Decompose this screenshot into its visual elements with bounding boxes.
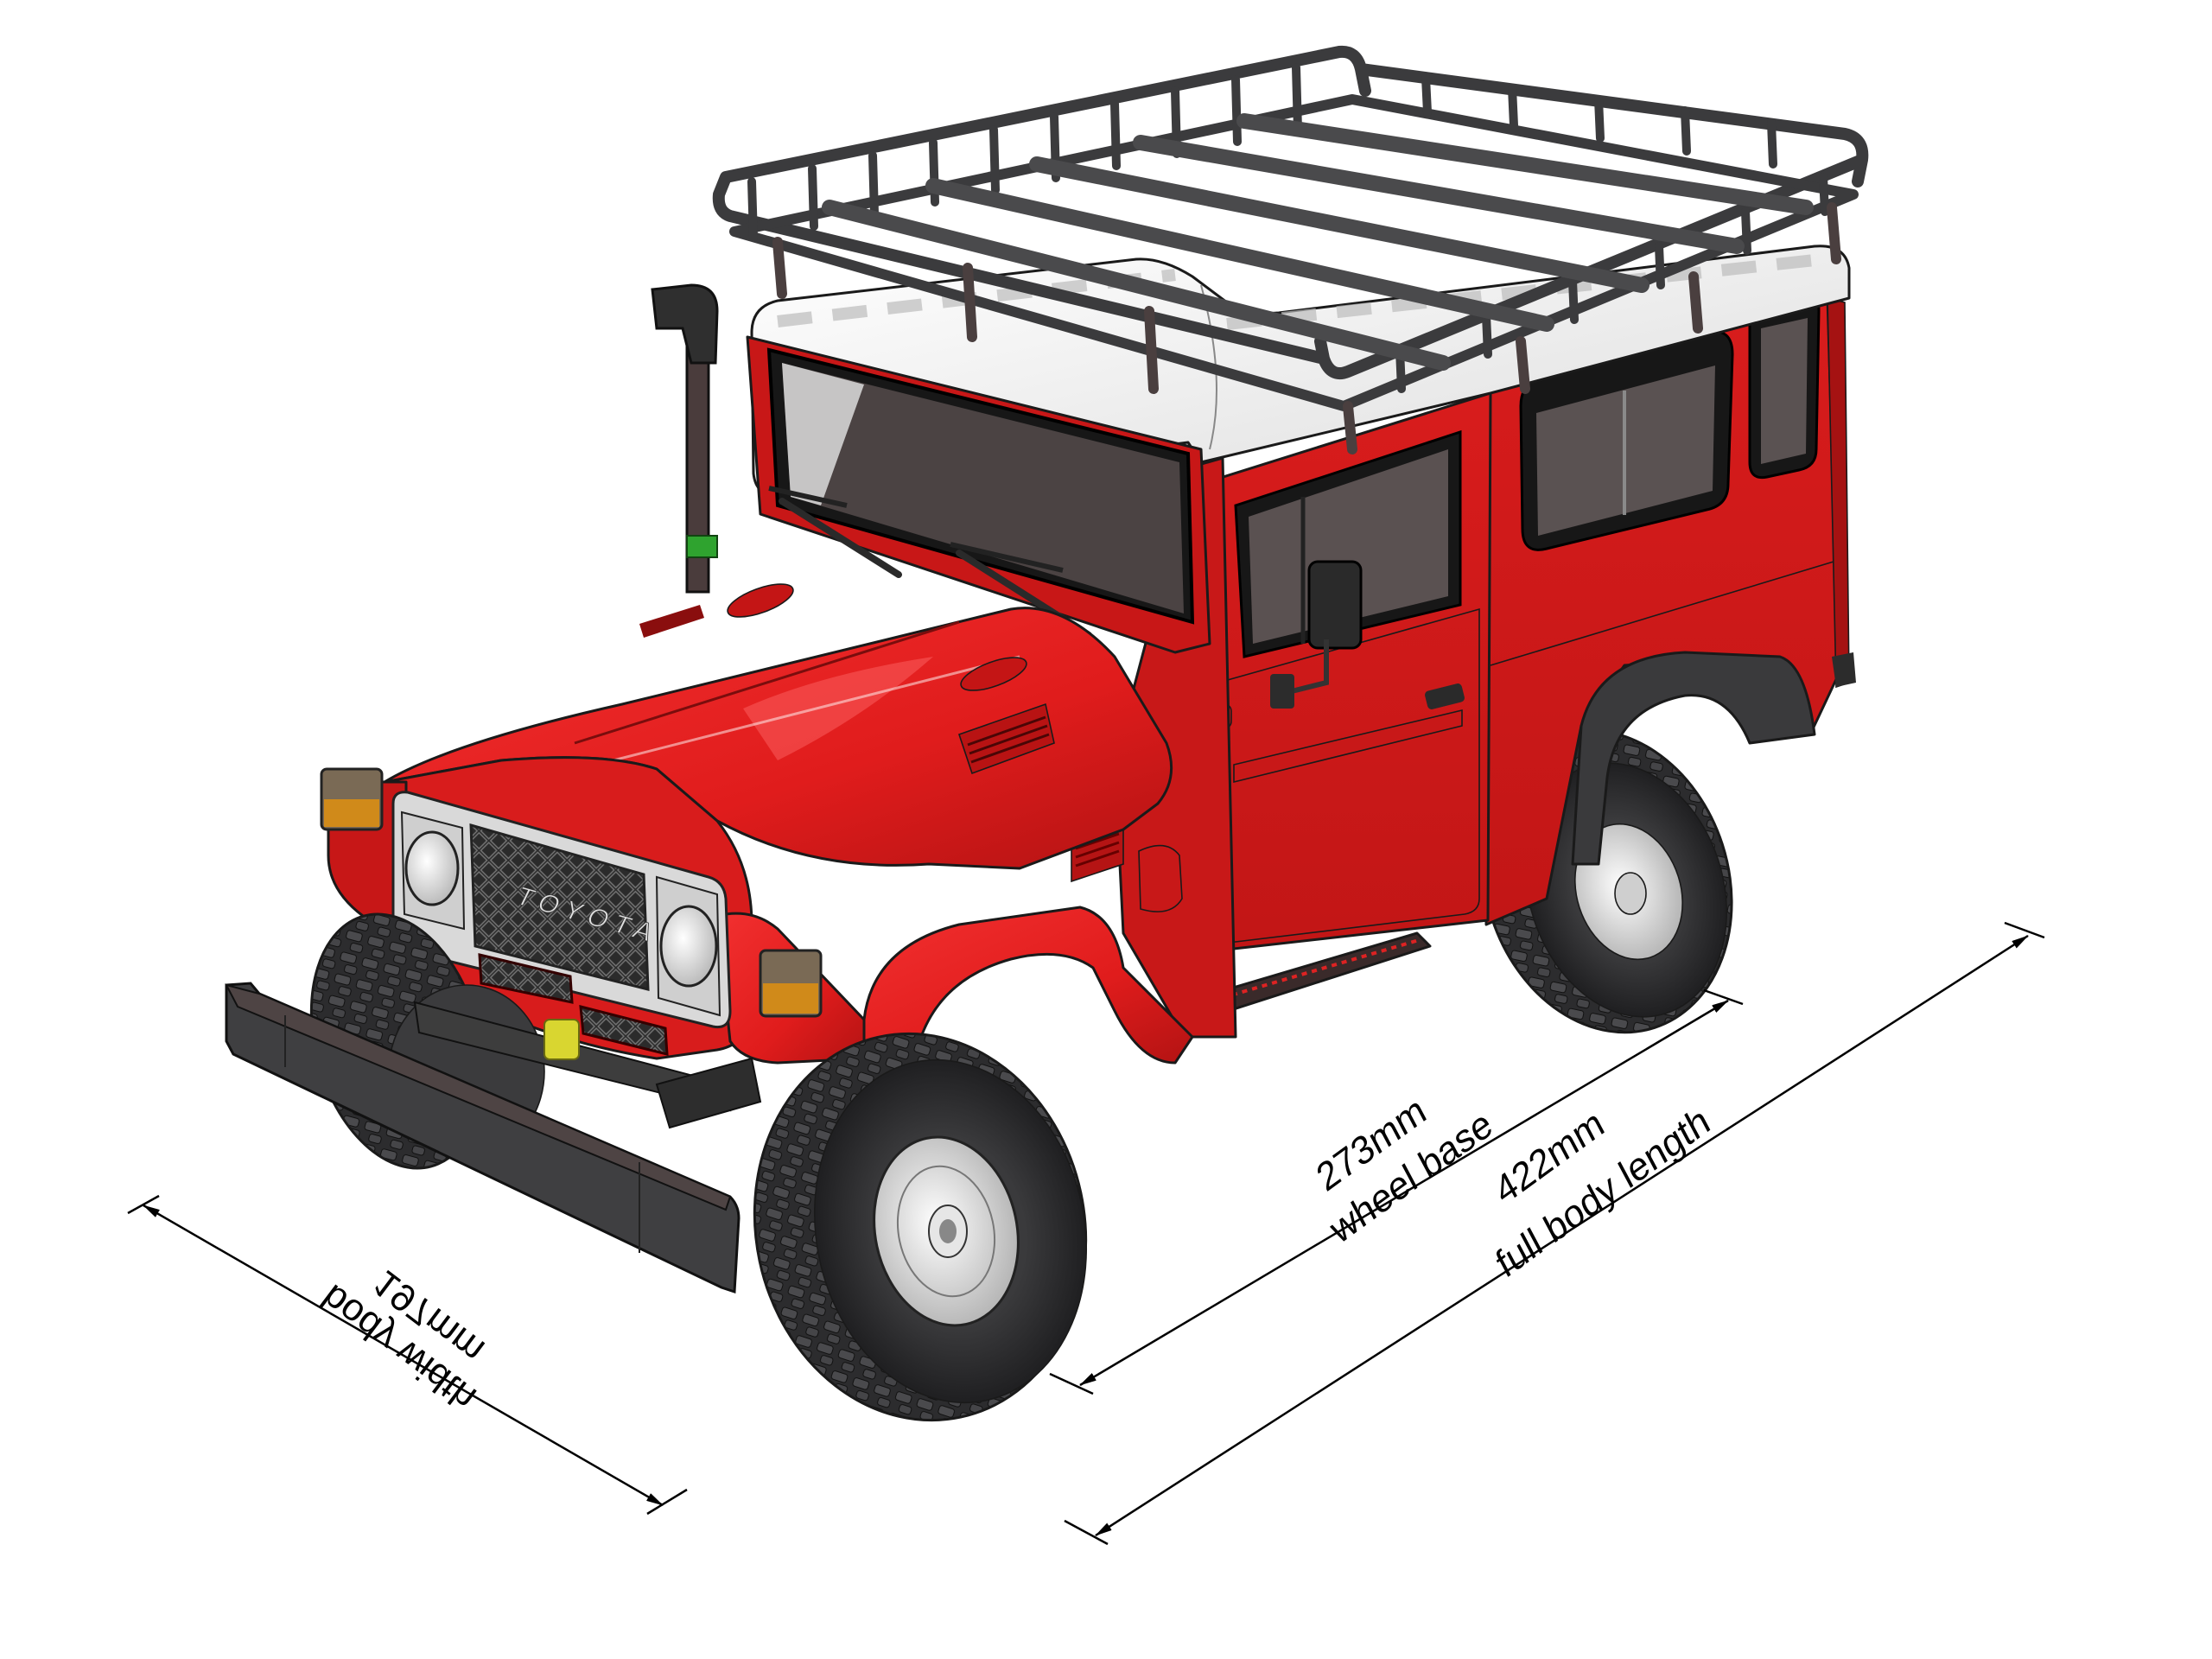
left-headlight bbox=[400, 810, 466, 931]
left-indicator-light bbox=[320, 767, 384, 831]
snorkel-clip bbox=[686, 535, 718, 558]
right-headlight bbox=[655, 875, 721, 1017]
right-indicator-light bbox=[759, 949, 823, 1018]
roof-rack bbox=[712, 45, 1869, 454]
snorkel bbox=[651, 283, 719, 594]
dimension-body-width: 197mm body width bbox=[127, 1194, 688, 1516]
tow-hook bbox=[543, 1019, 580, 1060]
cowl-vent bbox=[639, 605, 704, 638]
door-handle-icon bbox=[1425, 683, 1465, 709]
front-right-wheel bbox=[753, 1032, 1088, 1422]
hood-vent bbox=[957, 702, 1055, 775]
grille: TOYOTA bbox=[391, 791, 732, 1029]
side-mirror bbox=[1270, 560, 1363, 709]
